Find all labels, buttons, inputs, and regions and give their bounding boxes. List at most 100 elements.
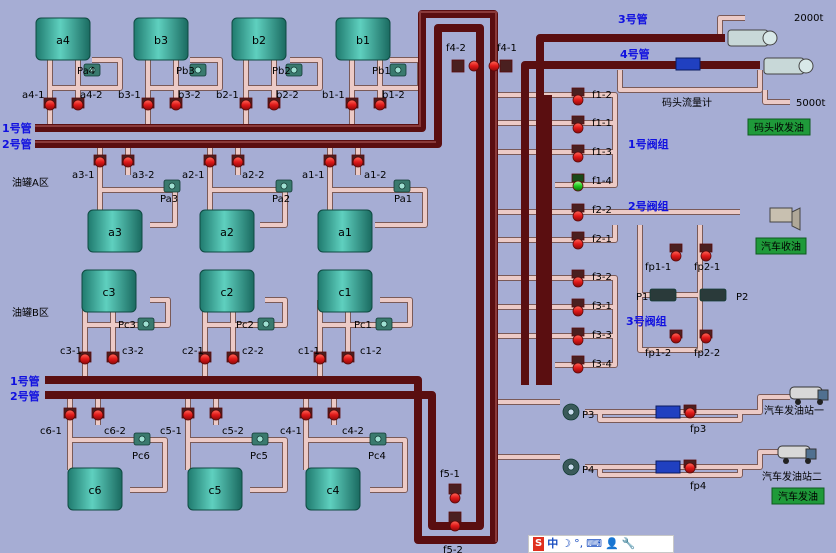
pump-p2[interactable] (699, 288, 727, 302)
pump-pc2[interactable] (257, 317, 275, 331)
tank-c1[interactable]: c1 (317, 269, 373, 313)
user-icon[interactable]: 👤 (604, 537, 619, 550)
valve-c5-2[interactable] (209, 407, 223, 421)
valve-f2-1[interactable] (571, 231, 585, 250)
valve-c6-1[interactable] (63, 407, 77, 421)
valve-c4-1[interactable] (299, 407, 313, 421)
tank-b3[interactable]: b3 (133, 17, 189, 61)
valve-c3-1[interactable] (78, 351, 92, 365)
pump-pb2[interactable] (285, 63, 303, 77)
valve-a2-1[interactable] (203, 154, 217, 168)
valve-f3-4[interactable] (571, 355, 585, 374)
valve-fp4[interactable] (683, 459, 697, 474)
valve-c4-2[interactable] (327, 407, 341, 421)
valve-f1-1[interactable] (571, 115, 585, 134)
tank-b2[interactable]: b2 (231, 17, 287, 61)
valve-a3-1[interactable] (93, 154, 107, 168)
valve-c2-1[interactable] (198, 351, 212, 365)
label-f1-3: f1-3 (592, 147, 612, 158)
tank-c2[interactable]: c2 (199, 269, 255, 313)
truck-send-button[interactable]: 汽车发油 (771, 487, 825, 505)
dock-flow-meter[interactable] (675, 57, 701, 71)
ime-logo-icon[interactable]: S (533, 537, 545, 551)
pump-pb1[interactable] (389, 63, 407, 77)
valve-c1-1[interactable] (313, 351, 327, 365)
valve-f2-2[interactable] (571, 203, 585, 222)
valve-fp2-2[interactable] (699, 329, 713, 344)
tank-c4[interactable]: c4 (305, 467, 361, 511)
tank-c3[interactable]: c3 (81, 269, 137, 313)
tank-a3[interactable]: a3 (87, 209, 143, 253)
valve-c6-2[interactable] (91, 407, 105, 421)
tank-c5[interactable]: c5 (187, 467, 243, 511)
valve-f1-3[interactable] (571, 144, 585, 163)
pump-pa1[interactable] (393, 179, 411, 193)
valve-b2-2[interactable] (267, 97, 281, 111)
truck-loading-arm[interactable] (769, 207, 801, 231)
label-pb3: Pb3 (176, 66, 195, 77)
tank-a2[interactable]: a2 (199, 209, 255, 253)
valve-b3-1[interactable] (141, 97, 155, 111)
valve-b1-2[interactable] (373, 97, 387, 111)
area-b-label: 油罐B区 (12, 306, 49, 319)
truck-receive-button[interactable]: 汽车收油 (755, 237, 807, 255)
pump-p1[interactable] (649, 288, 677, 302)
label-b2-1: b2-1 (216, 90, 239, 101)
valve-c5-1[interactable] (181, 407, 195, 421)
valve-f1-2[interactable] (571, 87, 585, 106)
tank-c6[interactable]: c6 (67, 467, 123, 511)
pump-pc3[interactable] (137, 317, 155, 331)
dock-valve-2000t[interactable] (727, 29, 778, 47)
valve-f3-2[interactable] (571, 269, 585, 288)
valve-f5-1[interactable] (448, 483, 462, 504)
ime-toolbar[interactable]: S 中 ☽ °, ⌨ 👤 🔧 (528, 535, 674, 553)
valve-f4-2[interactable] (451, 59, 480, 73)
valve-fp1-1[interactable] (669, 243, 683, 262)
valve-c1-2[interactable] (341, 351, 355, 365)
pump-p4[interactable] (562, 458, 580, 476)
moon-icon[interactable]: ☽ (561, 537, 572, 550)
valve-c3-2[interactable] (106, 351, 120, 365)
fp3-meter[interactable] (655, 405, 681, 419)
pump-pc5[interactable] (251, 432, 269, 446)
valve-fp1-2[interactable] (669, 329, 683, 344)
ime-language-toggle[interactable]: 中 (547, 537, 559, 550)
valve-f3-1[interactable] (571, 298, 585, 317)
dock-valve-5000t[interactable] (763, 57, 814, 75)
valve-fp2-1[interactable] (699, 243, 713, 262)
keyboard-icon[interactable]: ⌨ (586, 537, 602, 550)
pump-pb3[interactable] (189, 63, 207, 77)
dock-send-button[interactable]: 码头收发油 (747, 118, 811, 136)
valve-a4-1[interactable] (43, 97, 57, 111)
label-pa4: Pa4 (77, 66, 95, 77)
pump-pc1[interactable] (375, 317, 393, 331)
tank-a1[interactable]: a1 (317, 209, 373, 253)
valve-a4-2[interactable] (71, 97, 85, 111)
fp4-meter[interactable] (655, 460, 681, 474)
valve-f4-1[interactable] (488, 59, 513, 73)
valve-a1-1[interactable] (323, 154, 337, 168)
pump-pa2[interactable] (275, 179, 293, 193)
pump-pc4[interactable] (369, 432, 387, 446)
valve-b2-1[interactable] (239, 97, 253, 111)
pump-pc6[interactable] (133, 432, 151, 446)
wrench-icon[interactable]: 🔧 (621, 537, 636, 550)
label-c5-2: c5-2 (222, 426, 244, 437)
valve-f5-2[interactable] (448, 511, 462, 532)
valve-b1-1[interactable] (345, 97, 359, 111)
valve-a1-2[interactable] (351, 154, 365, 168)
valve-f3-3[interactable] (571, 327, 585, 346)
pump-p3[interactable] (562, 403, 580, 421)
valve-f1-4[interactable] (571, 173, 585, 192)
pump-pa3[interactable] (163, 179, 181, 193)
tank-b1[interactable]: b1 (335, 17, 391, 61)
valve-a2-2[interactable] (231, 154, 245, 168)
punctuation-icon[interactable]: °, (574, 537, 584, 550)
label-c1-1: c1-1 (298, 346, 320, 357)
valve-a3-2[interactable] (121, 154, 135, 168)
pump-pa4[interactable] (83, 63, 101, 77)
valve-b3-2[interactable] (169, 97, 183, 111)
valve-fp3[interactable] (683, 404, 697, 419)
valve-c2-2[interactable] (226, 351, 240, 365)
tank-a4[interactable]: a4 (35, 17, 91, 61)
